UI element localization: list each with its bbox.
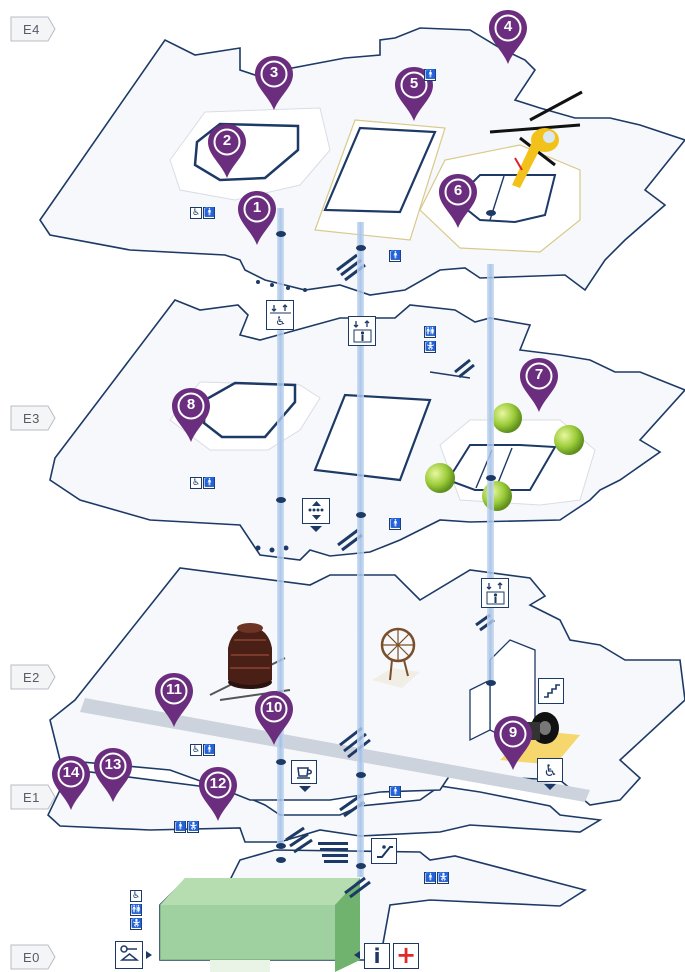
stairs-icon[interactable] xyxy=(302,498,330,524)
accessible-toilet-icon: ♿ xyxy=(190,477,202,489)
exhibit-marker-9[interactable]: 9 xyxy=(493,715,533,771)
escalator-icon[interactable] xyxy=(371,838,397,864)
exhibit-marker-7[interactable]: 7 xyxy=(519,357,559,413)
exhibit-number: 6 xyxy=(453,182,463,199)
map-pin-icon xyxy=(439,174,477,228)
exhibit-number: 1 xyxy=(252,199,262,216)
toilet-icon: 🚹 xyxy=(174,821,187,833)
floor-e4-plan xyxy=(39,27,685,296)
exhibit-number: 3 xyxy=(269,64,279,81)
toilet-icon: 🚹 xyxy=(424,69,437,81)
map-pin-icon xyxy=(94,748,132,802)
restroom-icon: 🚻 xyxy=(424,326,437,338)
floor-tag-label: E4 xyxy=(23,22,40,37)
toilet-icon: 🚹 xyxy=(389,786,402,798)
map-pin-icon xyxy=(52,756,90,810)
map-pin-icon xyxy=(238,191,276,245)
wheelchair-access-icon[interactable]: ♿ xyxy=(537,758,563,782)
cloakroom-icon[interactable] xyxy=(115,941,143,969)
toilet-icon: 🚹 xyxy=(203,744,216,756)
toilet-icon: 🚹 xyxy=(389,518,402,530)
floor-e2-plan xyxy=(49,567,685,806)
exhibit-marker-6[interactable]: 6 xyxy=(438,173,478,229)
helicopter-exhibit xyxy=(489,90,583,188)
floor-tag-e2[interactable]: E2 xyxy=(10,664,56,690)
baby-change-icon: 🚼 xyxy=(130,918,143,930)
exhibit-marker-5[interactable]: 5 xyxy=(394,66,434,122)
exhibit-number: 8 xyxy=(186,396,196,413)
accessible-elevator-icon[interactable]: ♿ xyxy=(266,300,294,330)
floor-tag-e1[interactable]: E1 xyxy=(10,784,56,810)
map-pin-icon xyxy=(395,67,433,121)
map-pin-icon xyxy=(494,716,532,770)
stairs-up-icon[interactable] xyxy=(538,678,564,704)
exhibit-marker-8[interactable]: 8 xyxy=(171,387,211,443)
exhibit-marker-3[interactable]: 3 xyxy=(254,55,294,111)
baby-change-icon: 🚼 xyxy=(437,872,450,884)
exhibit-marker-10[interactable]: 10 xyxy=(254,690,294,746)
baby-change-icon: 🚼 xyxy=(424,341,437,353)
info-icon[interactable]: i xyxy=(364,943,390,969)
accessible-toilet-icon: ♿ xyxy=(190,744,202,756)
map-pin-icon xyxy=(155,673,193,727)
svg-text:♿: ♿ xyxy=(275,314,286,328)
map-pin-icon xyxy=(199,767,237,821)
toilet-icon: 🚹 xyxy=(424,872,437,884)
exhibit-number: 7 xyxy=(534,366,544,383)
floor-tag-label: E0 xyxy=(23,950,40,965)
exhibit-marker-14[interactable]: 14 xyxy=(51,755,91,811)
exhibit-number: 9 xyxy=(508,724,518,741)
exhibit-number: 14 xyxy=(62,764,80,781)
svg-text:♿: ♿ xyxy=(543,761,557,780)
toilet-icon: 🚹 xyxy=(203,477,216,489)
elevator-shafts xyxy=(276,208,496,877)
floor-tag-label: E3 xyxy=(23,411,40,426)
exhibit-marker-4[interactable]: 4 xyxy=(488,9,528,65)
exhibit-number: 5 xyxy=(409,75,419,92)
map-pin-icon xyxy=(172,388,210,442)
stove-exhibit xyxy=(209,623,291,701)
first-aid-icon[interactable]: + xyxy=(393,943,419,969)
map-pin-icon xyxy=(489,10,527,64)
map-pin-icon xyxy=(255,56,293,110)
exhibit-marker-2[interactable]: 2 xyxy=(207,123,247,179)
exhibit-number: 10 xyxy=(265,699,283,716)
green-ball-exhibit xyxy=(425,403,584,511)
cafe-icon[interactable] xyxy=(291,760,317,784)
exhibit-number: 11 xyxy=(166,681,182,698)
elevator-icon[interactable] xyxy=(481,578,509,608)
floor-tag-label: E1 xyxy=(23,790,40,805)
exhibit-number: 13 xyxy=(104,756,122,773)
exhibit-number: 12 xyxy=(209,775,227,792)
floor-e0-plan xyxy=(159,842,587,972)
toilet-icon: 🚹 xyxy=(203,207,216,219)
map-pin-icon xyxy=(520,358,558,412)
spinning-wheel-exhibit xyxy=(372,627,420,688)
floor-tag-label: E2 xyxy=(23,670,40,685)
elevator-icon[interactable] xyxy=(348,316,376,346)
map-pin-icon xyxy=(255,691,293,745)
baby-change-icon: 🚼 xyxy=(187,821,200,833)
floor-tag-e4[interactable]: E4 xyxy=(10,16,56,42)
accessible-toilet-icon: ♿ xyxy=(190,207,202,219)
exhibit-marker-12[interactable]: 12 xyxy=(198,766,238,822)
exhibit-number: 2 xyxy=(222,132,232,149)
exhibit-marker-11[interactable]: 11 xyxy=(154,672,194,728)
floor-tag-e3[interactable]: E3 xyxy=(10,405,56,431)
exhibit-marker-1[interactable]: 1 xyxy=(237,190,277,246)
toilet-icon: 🚹 xyxy=(389,250,402,262)
accessible-toilet-icon: ♿ xyxy=(130,890,142,902)
exhibit-number: 4 xyxy=(503,18,513,35)
restroom-icon: 🚻 xyxy=(130,904,143,916)
exhibit-marker-13[interactable]: 13 xyxy=(93,747,133,803)
map-pin-icon xyxy=(208,124,246,178)
floor-tag-e0[interactable]: E0 xyxy=(10,944,56,970)
